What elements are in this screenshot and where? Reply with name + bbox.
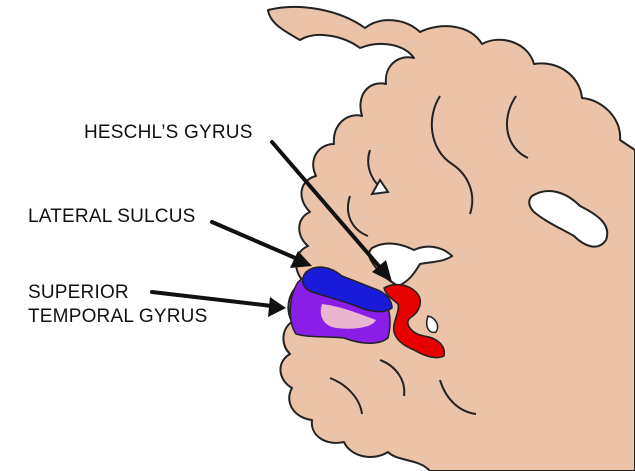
label-superior-line1: SUPERIOR [28,281,207,305]
label-superior-temporal-gyrus: SUPERIOR TEMPORAL GYRUS [28,281,207,329]
label-lateral-sulcus: LATERAL SULCUS [28,205,196,229]
label-heschls-gyrus: HESCHL’S GYRUS [84,121,253,145]
arrow-lateral-sulcus [212,222,312,268]
label-superior-line2: TEMPORAL GYRUS [28,305,207,329]
